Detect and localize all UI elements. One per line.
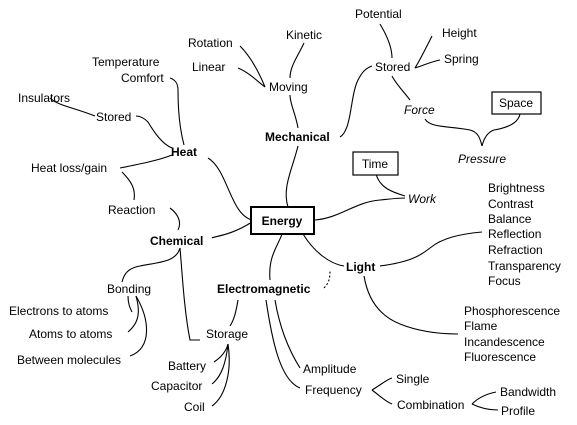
line-frequency-single <box>371 377 393 391</box>
time-box <box>352 151 399 176</box>
line-frequency-combination <box>371 389 393 405</box>
line-energy-mechanical <box>285 145 299 208</box>
line-bonding-molecules <box>129 295 148 357</box>
comfort-label: Comfort <box>121 71 164 85</box>
line-energy-electromagnetic <box>269 233 283 281</box>
line-chemical-storage <box>179 247 200 341</box>
light-property: Contrast <box>488 197 534 211</box>
capacitor-label: Capacitor <box>151 379 202 393</box>
light-source: Incandescence <box>464 335 545 349</box>
light-source: Fluorescence <box>464 350 536 364</box>
chemical-label: Chemical <box>150 234 203 248</box>
bandwidth-label: Bandwidth <box>500 385 556 399</box>
line-light-properties <box>379 231 483 267</box>
amplitude-label: Amplitude <box>303 362 357 376</box>
line-mechanical-moving <box>289 94 299 129</box>
line-stored-force <box>391 75 411 101</box>
line-heat-temperature <box>169 77 185 146</box>
line-chemical-reaction <box>169 207 181 231</box>
line-em-storage <box>229 299 239 327</box>
line-light-em-dashed <box>323 269 331 289</box>
line-bonding-electrons <box>127 295 133 313</box>
mechanical-stored-label: Stored <box>375 60 410 74</box>
line-energy-chemical <box>211 221 253 239</box>
height-label: Height <box>442 26 477 40</box>
line-em-frequency <box>265 299 301 389</box>
line-heat-lossgain <box>119 154 173 169</box>
potential-label: Potential <box>355 7 402 21</box>
line-light-sources <box>363 275 459 335</box>
frequency-label: Frequency <box>305 383 362 397</box>
reaction-label: Reaction <box>108 203 155 217</box>
spring-label: Spring <box>444 52 479 66</box>
line-stored-spring <box>414 59 441 69</box>
line-chemical-bonding <box>121 247 181 283</box>
work-label: Work <box>408 192 437 206</box>
line-force-pressure <box>424 118 483 147</box>
profile-label: Profile <box>501 404 535 418</box>
line-storage-capacitor <box>211 343 229 385</box>
light-property: Balance <box>488 212 532 226</box>
line-bonding-atoms <box>127 295 139 333</box>
light-source: Flame <box>464 319 498 333</box>
line-stored-height <box>414 35 433 69</box>
line-energy-heat <box>207 157 253 221</box>
light-property: Brightness <box>488 181 545 195</box>
between-molecules-label: Between molecules <box>17 353 121 367</box>
kinetic-label: Kinetic <box>286 28 322 42</box>
electromagnetic-label: Electromagnetic <box>217 282 311 296</box>
coil-label: Coil <box>184 400 205 414</box>
time-label: Time <box>362 157 389 171</box>
light-property: Reflection <box>488 227 541 241</box>
combination-label: Combination <box>397 398 464 412</box>
connector-lines <box>49 23 521 411</box>
line-combination-profile <box>471 403 499 411</box>
temperature-label: Temperature <box>92 55 160 69</box>
force-label: Force <box>404 103 435 117</box>
line-em-amplitude <box>274 299 301 369</box>
single-label: Single <box>396 372 430 386</box>
insulators-label: Insulators <box>18 91 70 105</box>
light-property: Refraction <box>488 243 543 257</box>
battery-label: Battery <box>168 359 206 373</box>
light-property: Transparency <box>488 259 561 273</box>
space-label: Space <box>499 96 533 110</box>
heat-lossgain-label: Heat loss/gain <box>31 161 107 175</box>
light-properties-list: Brightness Contrast Balance Reflection R… <box>488 181 561 288</box>
line-moving-kinetic <box>289 42 305 79</box>
storage-label: Storage <box>206 327 248 341</box>
heat-stored-label: Stored <box>96 110 131 124</box>
linear-label: Linear <box>192 60 225 74</box>
line-mechanical-stored <box>339 65 373 138</box>
electrons-to-atoms-label: Electrons to atoms <box>9 304 108 318</box>
bonding-label: Bonding <box>107 282 151 296</box>
light-property: Focus <box>488 274 521 288</box>
light-source: Phosphorescence <box>464 304 560 318</box>
light-label: Light <box>346 260 375 274</box>
line-space-pressure <box>481 113 521 147</box>
energy-box <box>250 206 315 235</box>
moving-label: Moving <box>269 80 308 94</box>
heat-label: Heat <box>171 145 197 159</box>
line-energy-light <box>302 233 345 267</box>
line-moving-linear <box>237 67 266 88</box>
line-stored-insulators <box>49 97 96 117</box>
line-moving-rotation <box>239 45 266 88</box>
light-sources-list: Phosphorescence Flame Incandescence Fluo… <box>464 304 560 364</box>
pressure-label: Pressure <box>458 152 506 166</box>
line-work-time <box>375 173 406 197</box>
line-energy-work <box>314 197 406 221</box>
line-storage-coil <box>211 343 230 407</box>
rotation-label: Rotation <box>188 36 233 50</box>
atoms-to-atoms-label: Atoms to atoms <box>29 327 112 341</box>
line-stored-potential <box>379 23 393 59</box>
energy-label: Energy <box>262 214 303 228</box>
line-lossgain-reaction <box>121 171 135 201</box>
line-heat-stored <box>135 115 173 149</box>
line-combination-bandwidth <box>471 391 497 405</box>
space-box <box>491 91 542 115</box>
mechanical-label: Mechanical <box>265 130 330 144</box>
